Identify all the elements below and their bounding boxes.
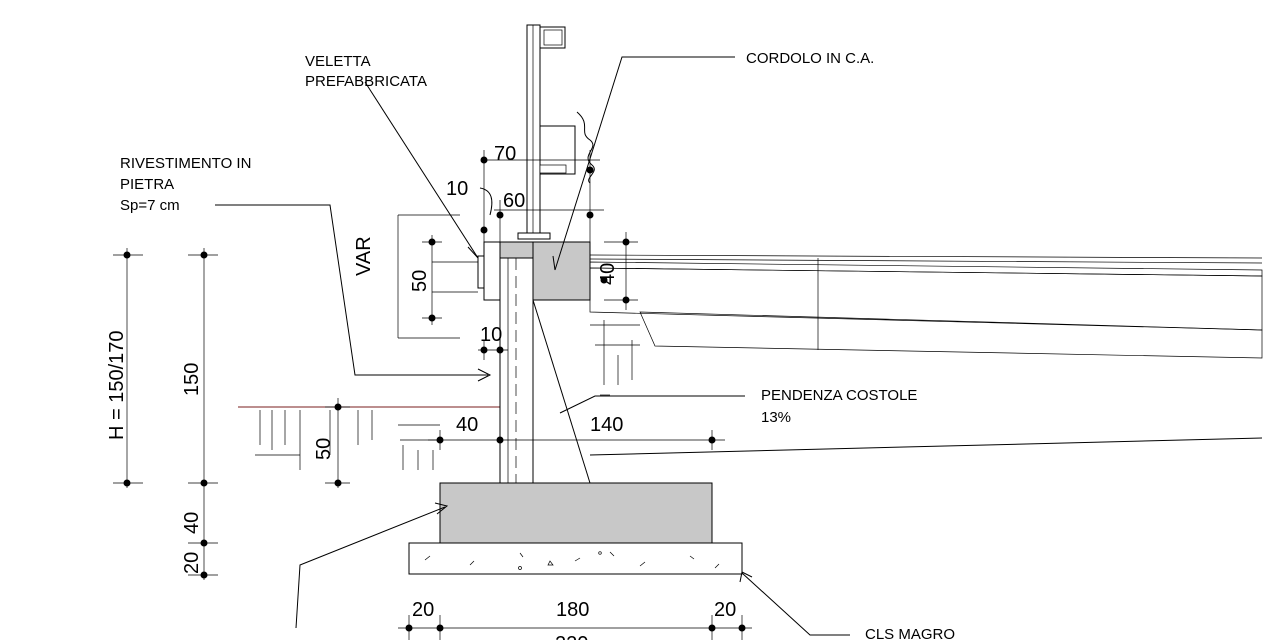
dim-footing-height: 40	[181, 512, 203, 534]
dim-veletta-height: 50	[409, 270, 431, 292]
soil-backfill	[238, 320, 640, 470]
dim-top-width: 70	[494, 143, 516, 165]
label-rivestimento-2: PIETRA	[120, 176, 174, 193]
label-cordolo: CORDOLO IN C.A.	[746, 50, 874, 67]
pavement-slab	[589, 254, 1263, 456]
label-rivestimento-3: Sp=7 cm	[120, 197, 180, 214]
dim-footing-width: 180	[556, 599, 589, 621]
blinding-concrete	[408, 542, 743, 575]
dim-heel: 40	[456, 414, 478, 436]
dim-right-margin: 20	[714, 599, 736, 621]
dim-h-total: H = 150/170	[106, 330, 128, 440]
dim-parapet-offset: 10	[446, 178, 468, 200]
dim-wall-height: 150	[181, 363, 203, 396]
dim-left-margin: 20	[412, 599, 434, 621]
retaining-wall	[499, 254, 591, 484]
dimension-values: H = 150/170 150 40 20 VAR 50 70 10 60 40…	[106, 143, 736, 640]
dimension-markers	[123, 156, 746, 632]
dim-blinding-height: 20	[181, 552, 203, 574]
dim-curb-side: 10	[480, 324, 502, 346]
callout-labels: VELETTA PREFABBRICATA CORDOLO IN C.A. RI…	[120, 50, 955, 640]
label-veletta-1: VELETTA	[305, 53, 371, 70]
dim-toe: 140	[590, 414, 623, 436]
footing	[439, 482, 713, 544]
label-pendenza-1: PENDENZA COSTOLE	[761, 387, 917, 404]
guardrail	[517, 24, 595, 240]
dim-curb-height: 40	[597, 263, 619, 285]
curb	[499, 241, 591, 301]
dim-total-width: 220	[555, 633, 588, 640]
dim-embed: 50	[313, 438, 335, 460]
label-rivestimento-1: RIVESTIMENTO IN	[120, 155, 251, 172]
label-cls-magro: CLS MAGRO	[865, 626, 955, 640]
veletta-panel	[432, 241, 501, 301]
label-veletta-2: PREFABBRICATA	[305, 73, 427, 90]
dim-var: VAR	[353, 236, 375, 276]
label-pendenza-2: 13%	[761, 409, 791, 426]
leader-lines	[215, 56, 850, 636]
dim-curb-width: 60	[503, 190, 525, 212]
